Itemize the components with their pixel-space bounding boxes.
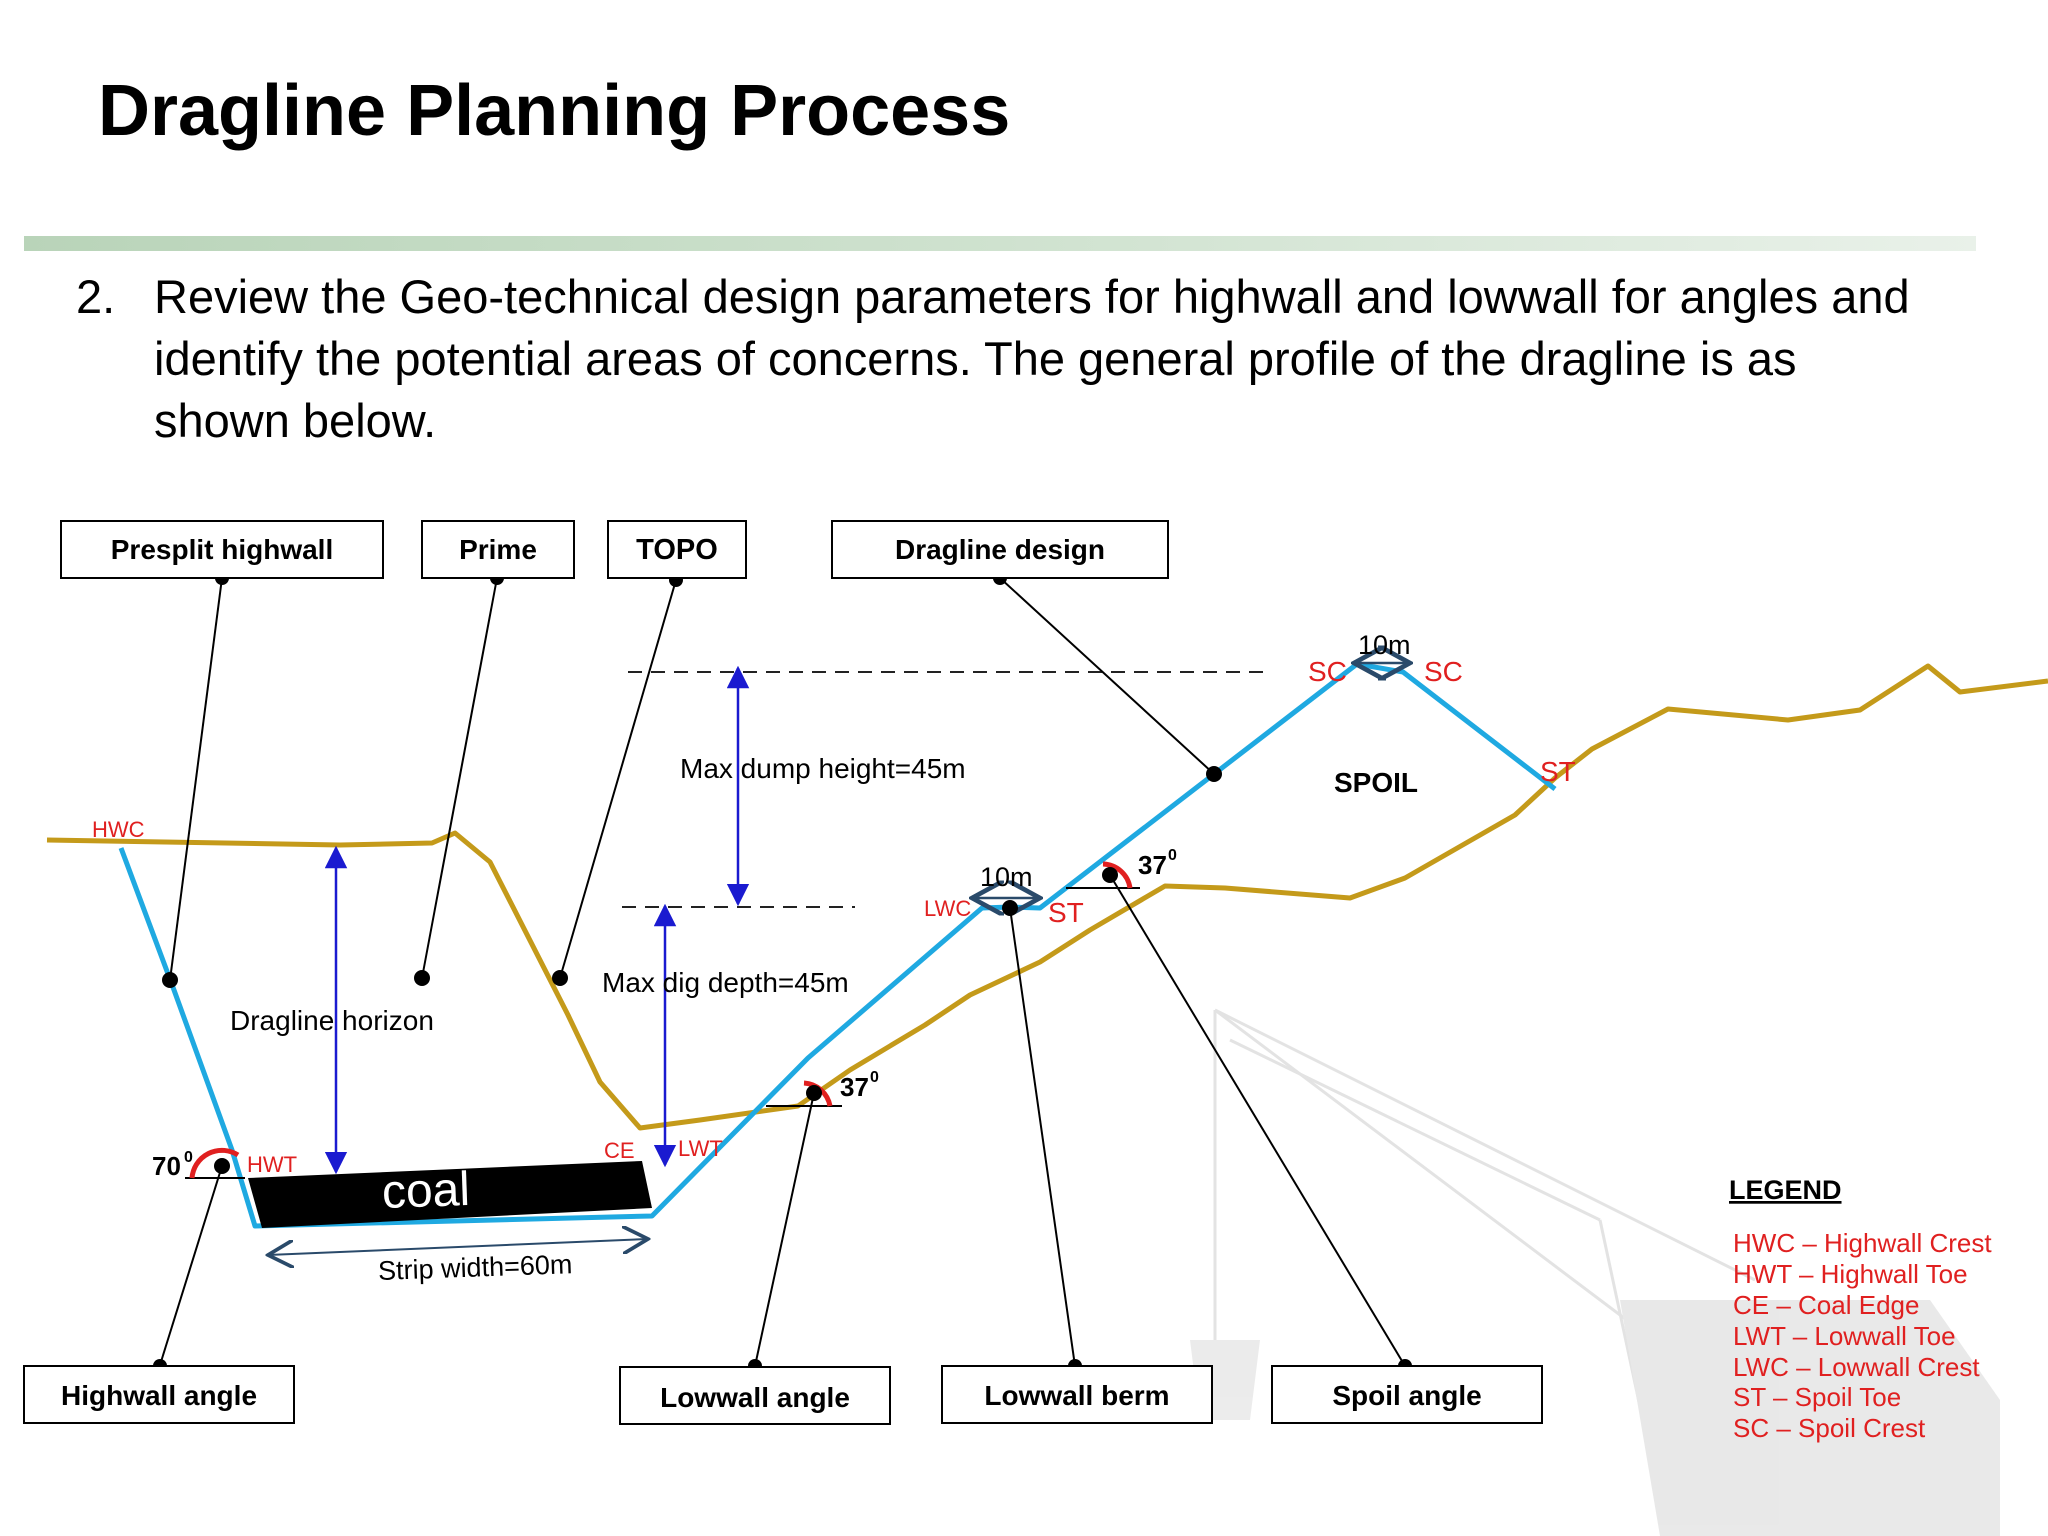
legend-item: SC – Spoil Crest xyxy=(1733,1413,1926,1443)
callout-highwall-angle-text: Highwall angle xyxy=(61,1380,257,1411)
step-number: 2. xyxy=(76,270,116,323)
legend-item: LWC – Lowwall Crest xyxy=(1733,1352,1980,1382)
callout-prime-text: Prime xyxy=(459,534,537,565)
callout-lowwall-angle-text: Lowwall angle xyxy=(660,1382,850,1413)
lwt-point-label: LWT xyxy=(678,1136,723,1161)
highwall-angle-degree: 0 xyxy=(184,1149,193,1166)
lwc-point-label: LWC xyxy=(924,896,971,921)
hwt-point-label: HWT xyxy=(247,1152,297,1177)
callout-spoil-angle: Spoil angle xyxy=(1271,1365,1543,1424)
spoil-angle-degree: 0 xyxy=(1168,847,1177,864)
callout-topo: TOPO xyxy=(607,520,747,579)
ce-point-label: CE xyxy=(604,1138,635,1163)
crest-width-label: 10m xyxy=(1358,630,1411,660)
legend-item: CE – Coal Edge xyxy=(1733,1290,1919,1320)
step-text: Review the Geo-technical design paramete… xyxy=(154,270,1910,447)
legend-item: LWT – Lowwall Toe xyxy=(1733,1321,1956,1351)
topo-line xyxy=(46,663,2048,1131)
legend-item: ST – Spoil Toe xyxy=(1733,1382,1901,1412)
coal-seam xyxy=(248,1161,652,1228)
lowwall-angle-degree: 0 xyxy=(870,1069,879,1086)
callout-dragline-design: Dragline design xyxy=(831,520,1169,579)
callout-highwall-angle: Highwall angle xyxy=(23,1365,295,1424)
callout-lowwall-angle: Lowwall angle xyxy=(619,1366,891,1425)
callout-spoil-angle-text: Spoil angle xyxy=(1332,1380,1481,1411)
callout-presplit-highwall: Presplit highwall xyxy=(60,520,384,579)
strip-width-arrow xyxy=(268,1239,648,1255)
callout-dragline-design-text: Dragline design xyxy=(895,534,1105,565)
callout-leaders xyxy=(159,577,1406,1367)
callout-prime: Prime xyxy=(421,520,575,579)
highwall-angle-marker: 70 0 xyxy=(152,1147,245,1181)
highwall-angle-value: 70 xyxy=(152,1151,181,1181)
lowwall-angle-value: 37 xyxy=(840,1072,869,1102)
callout-topo-text: TOPO xyxy=(636,534,718,566)
berm-width-label: 10m xyxy=(980,862,1033,892)
coal-label: coal xyxy=(381,1163,471,1219)
callout-presplit-highwall-text: Presplit highwall xyxy=(111,534,333,565)
st-spoil-point-label: ST xyxy=(1540,756,1576,787)
slide-title: Dragline Planning Process xyxy=(98,71,1011,151)
strip-width-label: Strip width=60m xyxy=(378,1249,573,1286)
title-divider xyxy=(24,236,1976,251)
max-dump-height-label: Max dump height=45m xyxy=(680,753,966,784)
lowwall-angle-marker: 37 0 xyxy=(766,1069,879,1107)
sc-right-point-label: SC xyxy=(1424,656,1463,687)
spoil-label: SPOIL xyxy=(1334,767,1418,798)
spoil-angle-marker: 37 0 xyxy=(1066,847,1177,889)
hwc-point-label: HWC xyxy=(92,817,145,842)
max-dig-depth-label: Max dig depth=45m xyxy=(602,967,849,998)
callout-lowwall-berm-text: Lowwall berm xyxy=(984,1380,1169,1411)
dragline-horizon-label: Dragline horizon xyxy=(230,1005,434,1036)
legend: LEGEND HWC – Highwall Crest HWT – Highwa… xyxy=(1729,1175,1992,1443)
legend-title: LEGEND xyxy=(1729,1175,1842,1205)
legend-item: HWC – Highwall Crest xyxy=(1733,1228,1992,1258)
st-berm-point-label: ST xyxy=(1048,897,1084,928)
callout-lowwall-berm: Lowwall berm xyxy=(941,1365,1213,1424)
legend-item: HWT – Highwall Toe xyxy=(1733,1259,1968,1289)
sc-left-point-label: SC xyxy=(1308,656,1347,687)
spoil-angle-value: 37 xyxy=(1138,850,1167,880)
